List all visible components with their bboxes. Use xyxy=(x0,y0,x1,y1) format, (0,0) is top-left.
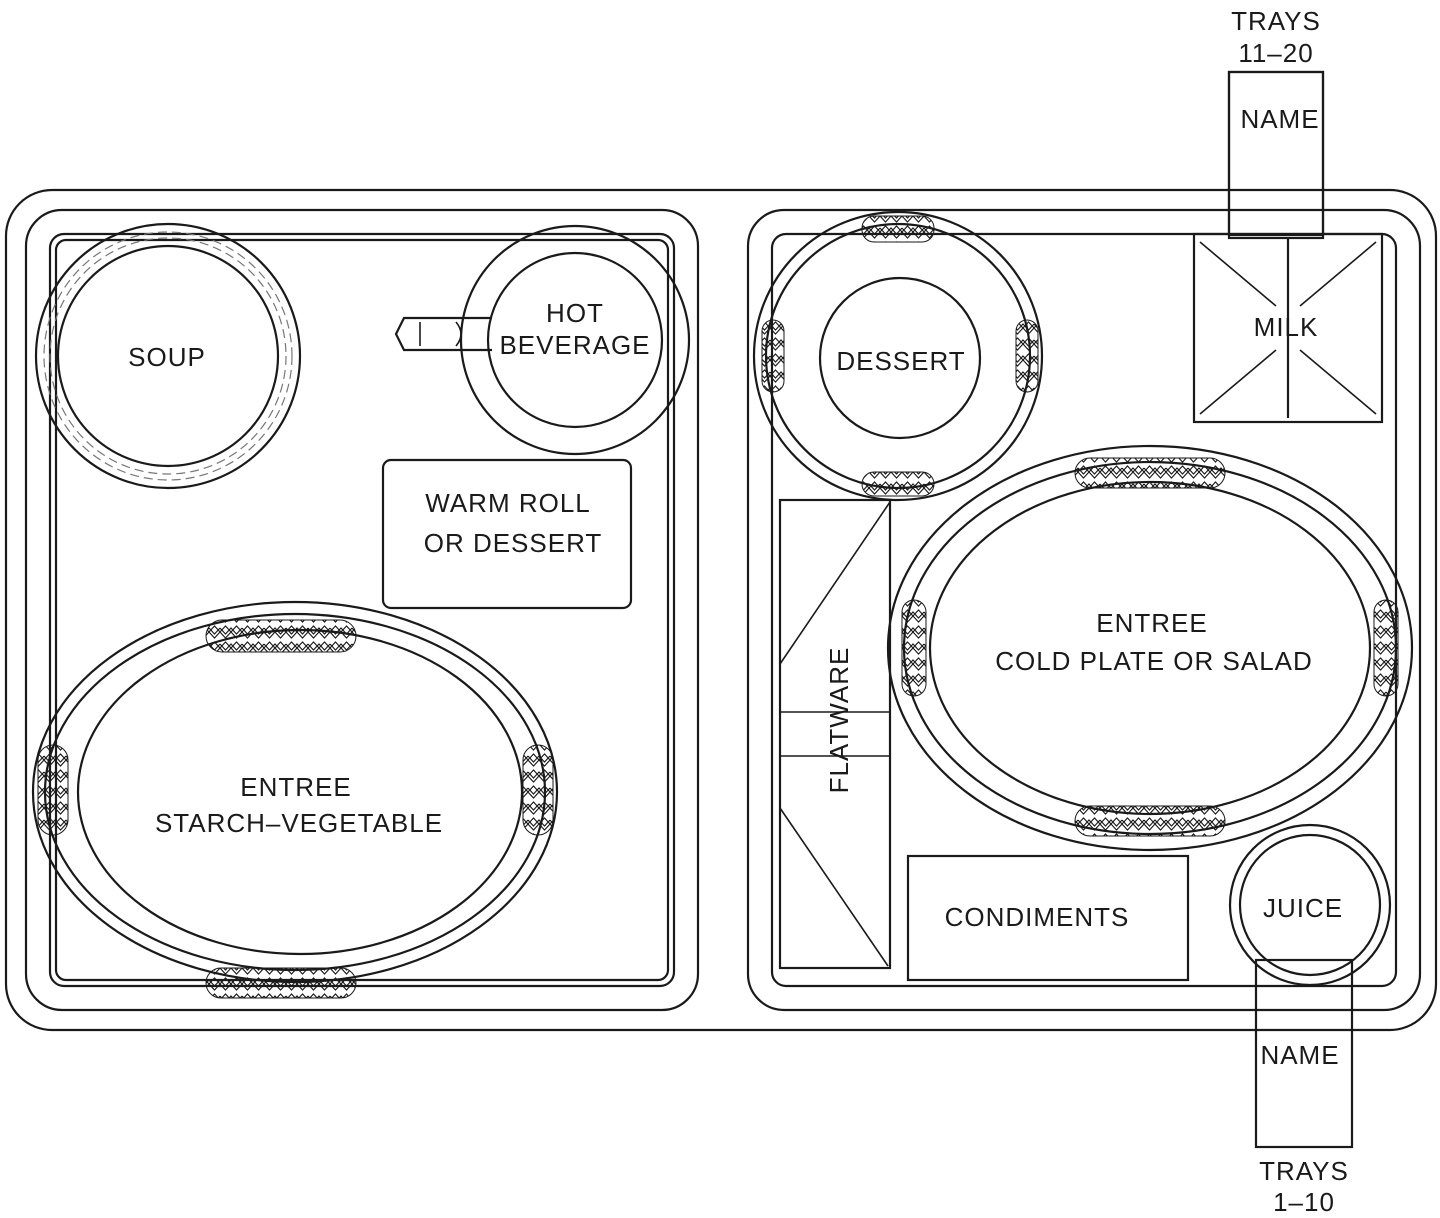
name-bottom-label: NAME xyxy=(1260,1040,1339,1070)
entree-right-label-2: COLD PLATE OR SALAD xyxy=(995,646,1313,676)
trays-bottom-label-1: TRAYS xyxy=(1259,1156,1349,1186)
trays-bottom-label-2: 1–10 xyxy=(1273,1187,1335,1217)
trays-top-label-2: 11–20 xyxy=(1238,38,1313,68)
warm-roll-label-1: WARM ROLL xyxy=(425,488,591,518)
left-compartment xyxy=(24,208,700,1012)
milk-carton xyxy=(1192,232,1384,424)
entree-plate-right xyxy=(886,444,1414,852)
right-compartment xyxy=(746,208,1422,1012)
entree-left-label-2: STARCH–VEGETABLE xyxy=(155,808,443,838)
name-card-top xyxy=(1227,70,1325,240)
hot-beverage-cup xyxy=(394,224,691,456)
condiments-box xyxy=(906,854,1190,982)
entree-plate-left xyxy=(31,600,559,999)
hot-beverage-label-2: BEVERAGE xyxy=(499,330,650,360)
juice-label: JUICE xyxy=(1263,893,1343,923)
hot-beverage-label-1: HOT xyxy=(546,298,604,328)
entree-left-label-1: ENTREE xyxy=(240,772,351,802)
flatware-holder xyxy=(778,498,892,970)
tray-outline xyxy=(4,188,1438,1032)
warm-roll-label-2: OR DESSERT xyxy=(424,528,603,558)
milk-label: MILK xyxy=(1254,312,1319,342)
dessert-label: DESSERT xyxy=(836,346,965,376)
trays-top-label-1: TRAYS xyxy=(1231,6,1321,36)
condiments-label: CONDIMENTS xyxy=(945,902,1130,932)
dessert-plate xyxy=(752,210,1044,502)
entree-right-label-1: ENTREE xyxy=(1096,608,1207,638)
soup-label: SOUP xyxy=(128,342,206,372)
flatware-label: FLATWARE xyxy=(824,647,854,794)
name-top-label: NAME xyxy=(1240,104,1319,134)
soup-bowl xyxy=(34,222,302,490)
name-card-bottom xyxy=(1254,958,1354,1149)
juice-glass xyxy=(1228,823,1392,987)
warm-roll-box xyxy=(381,458,633,610)
